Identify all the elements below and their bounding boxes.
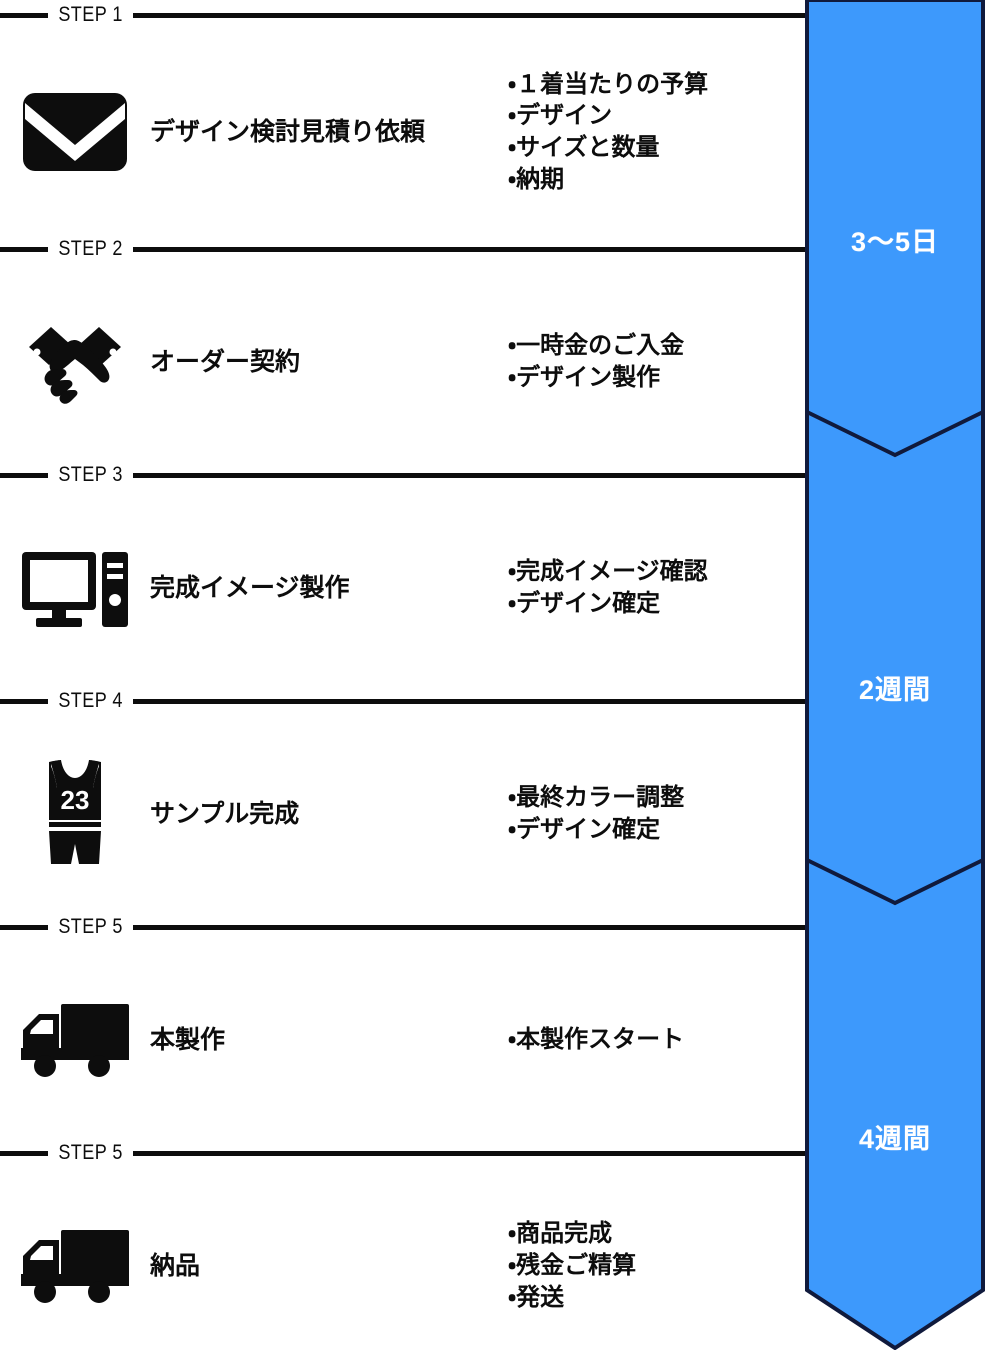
step-rule-2: STEP 2	[0, 234, 805, 264]
step-rule-1: STEP 1	[0, 0, 805, 30]
step-bullets-5: ・本製作スタート	[500, 1024, 805, 1056]
rule-line	[132, 1150, 805, 1156]
step-block-2: STEP 2	[0, 234, 805, 460]
ribbon-chevron-2	[806, 858, 984, 906]
bullet-item: ・サイズと数量	[508, 134, 660, 161]
bullet-item: ・残金ご精算	[508, 1252, 637, 1280]
step-block-5: STEP 5 本製作	[0, 912, 805, 1138]
step-bullets-3: ・完成イメージ確認 ・デザイン確定	[500, 556, 805, 619]
desktop-computer-icon	[0, 490, 150, 686]
rule-line	[132, 12, 805, 18]
handshake-icon	[0, 264, 150, 460]
step-block-1: STEP 1 デザイン検討見積り依頼 ・１着当たりの予算 ・デザイン ・サイズと…	[0, 0, 805, 234]
step-tag-4: STEP 4	[58, 689, 123, 712]
step-body-4: 23 サンプル完成 ・最終カラー調整 ・デザイン確定	[0, 716, 805, 912]
rule-line	[132, 924, 805, 930]
ribbon-body	[805, 0, 985, 1350]
jersey-number: 23	[61, 785, 90, 815]
envelope-icon	[0, 30, 150, 234]
step-rule-3: STEP 3	[0, 460, 805, 490]
duration-ribbon: 3～5日 2週間 4週間	[805, 0, 985, 1350]
step-tag-3: STEP 3	[58, 463, 123, 486]
bullet-item: ・納期	[508, 165, 565, 193]
step-block-3: STEP 3	[0, 460, 805, 686]
delivery-truck-icon	[0, 1168, 150, 1364]
step-bullets-6: ・商品完成 ・残金ご精算 ・発送	[500, 1218, 805, 1313]
rule-dash	[0, 472, 48, 478]
jersey-icon: 23	[0, 716, 150, 912]
step-body-1: デザイン検討見積り依頼 ・１着当たりの予算 ・デザイン ・サイズと数量 ・納期	[0, 30, 805, 234]
ribbon-chevron-1	[806, 410, 984, 458]
bullet-item: ・最終カラー調整	[508, 784, 685, 812]
bullet-item: ・デザイン確定	[508, 590, 661, 617]
step-bullets-1: ・１着当たりの予算 ・デザイン ・サイズと数量 ・納期	[500, 69, 805, 196]
rule-line	[132, 698, 805, 704]
rule-dash	[0, 924, 48, 930]
delivery-truck-icon	[0, 942, 150, 1138]
step-title-4: サンプル完成	[150, 800, 300, 828]
steps-column: STEP 1 デザイン検討見積り依頼 ・１着当たりの予算 ・デザイン ・サイズと…	[0, 0, 805, 1311]
rule-dash	[0, 698, 48, 704]
step-body-3: 完成イメージ製作 ・完成イメージ確認 ・デザイン確定	[0, 490, 805, 686]
step-title-3: 完成イメージ製作	[150, 574, 350, 602]
step-block-4: STEP 4 23	[0, 686, 805, 912]
step-tag-5: STEP 5	[58, 915, 123, 938]
bullet-item: ・デザイン製作	[508, 364, 661, 391]
rule-line	[132, 246, 805, 252]
step-body-2: オーダー契約 ・一時金のご入金 ・デザイン製作	[0, 264, 805, 460]
step-body-6: 納品 ・商品完成 ・残金ご精算 ・発送	[0, 1168, 805, 1364]
bullet-item: ・デザイン確定	[508, 816, 661, 843]
rule-line	[132, 472, 805, 478]
step-title-5: 本製作	[150, 1026, 226, 1054]
bullet-item: ・完成イメージ確認	[508, 558, 708, 586]
bullet-item: ・デザイン	[508, 102, 613, 130]
step-block-6: STEP 5 納品	[0, 1138, 805, 1364]
step-title-6: 納品	[150, 1252, 201, 1280]
step-tag-6: STEP 5	[58, 1141, 123, 1164]
step-tag-2: STEP 2	[58, 237, 123, 260]
bullet-item: ・本製作スタート	[508, 1026, 685, 1054]
bullet-item: ・一時金のご入金	[508, 332, 685, 360]
step-bullets-2: ・一時金のご入金 ・デザイン製作	[500, 330, 805, 393]
step-tag-1: STEP 1	[58, 3, 123, 26]
step-rule-6: STEP 5	[0, 1138, 805, 1168]
bullet-item: ・１着当たりの予算	[508, 70, 709, 98]
step-body-5: 本製作 ・本製作スタート	[0, 942, 805, 1138]
bullet-item: ・商品完成	[508, 1220, 613, 1248]
rule-dash	[0, 12, 48, 18]
step-rule-4: STEP 4	[0, 686, 805, 716]
rule-dash	[0, 246, 48, 252]
rule-dash	[0, 1150, 48, 1156]
step-title-1: デザイン検討見積り依頼	[150, 118, 426, 146]
bullet-item: ・発送	[508, 1283, 565, 1311]
step-bullets-4: ・最終カラー調整 ・デザイン確定	[500, 782, 805, 845]
step-rule-5: STEP 5	[0, 912, 805, 942]
step-title-2: オーダー契約	[150, 348, 301, 376]
